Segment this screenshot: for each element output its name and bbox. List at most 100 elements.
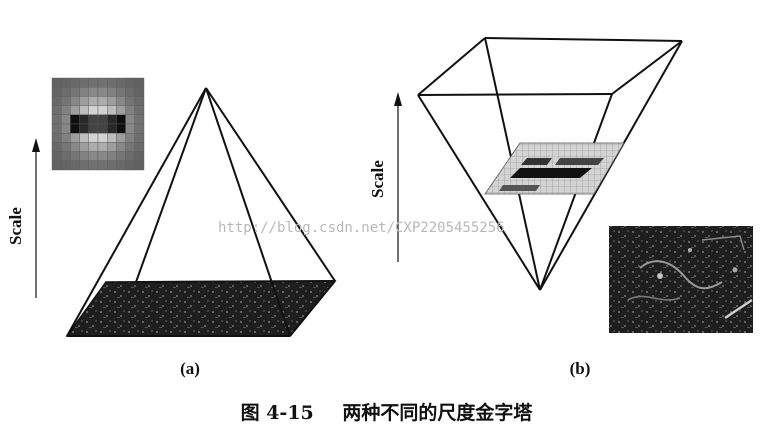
kernel-cell [70, 142, 80, 152]
kernel-cell [125, 151, 135, 162]
kernel-cell [61, 77, 71, 88]
kernel-cell [97, 132, 108, 143]
kernel-cell [61, 114, 71, 125]
kernel-cell [125, 86, 135, 97]
kernel-cell [88, 160, 99, 171]
kernel-cell [134, 105, 145, 115]
kernel-cell [51, 151, 62, 162]
kernel-cell [70, 151, 80, 162]
kernel-cell [106, 114, 117, 125]
kernel-cell [88, 86, 99, 97]
kernel-cell [106, 160, 117, 171]
kernel-cell [97, 114, 108, 125]
kernel-cell [70, 96, 80, 106]
kernel-cell [134, 132, 145, 143]
kernel-cell [116, 86, 126, 97]
kernel-cell [61, 105, 71, 115]
kernel-cell [51, 77, 62, 88]
kernel-cell [116, 151, 126, 162]
kernel-cell [116, 114, 126, 125]
kernel-cell [79, 142, 89, 152]
scale-axis-label-a: Scale [6, 207, 25, 245]
kernel-cell [88, 151, 99, 162]
kernel-cell [88, 105, 99, 115]
scale-axis-arrow-a [32, 138, 40, 298]
kernel-cell [106, 77, 117, 88]
panel-label-a: (a) [180, 359, 200, 378]
base-image-plane-a [65, 280, 337, 337]
kernel-cell [51, 132, 62, 143]
kernel-cell [70, 160, 80, 171]
kernel-cell [70, 77, 80, 88]
kernel-cell [88, 132, 99, 143]
kernel-cell [79, 105, 89, 115]
kernel-cell [97, 123, 108, 134]
kernel-cell [125, 96, 135, 106]
kernel-cell [97, 77, 108, 88]
kernel-cell [106, 142, 117, 152]
scale-axis-arrow-b [394, 92, 402, 262]
kernel-cell [79, 86, 89, 97]
kernel-cell [106, 151, 117, 162]
kernel-cell [79, 96, 89, 106]
kernel-cell [97, 96, 108, 106]
kernel-cell [116, 96, 126, 106]
kernel-cell [61, 151, 71, 162]
kernel-cell [88, 114, 99, 125]
kernel-cell [125, 132, 135, 143]
kernel-cell [51, 123, 62, 134]
kernel-cell [125, 105, 135, 115]
kernel-cell [79, 114, 89, 125]
kernel-cell [61, 132, 71, 143]
kernel-cell [134, 123, 145, 134]
kernel-cell [134, 151, 145, 162]
kernel-cell [134, 142, 145, 152]
kernel-cell [125, 77, 135, 88]
watermark-text: http://blog.csdn.net/CXP2205455256 [218, 220, 505, 236]
figure-title: 两种不同的尺度金字塔 [342, 402, 533, 424]
kernel-cell [97, 151, 108, 162]
kernel-cell [97, 105, 108, 115]
kernel-cell [106, 96, 117, 106]
kernel-cell [106, 105, 117, 115]
kernel-cell [79, 132, 89, 143]
panel-b: Scale [368, 37, 753, 378]
kernel-cell [61, 160, 71, 171]
kernel-cell [70, 123, 80, 134]
scale-axis-label-b: Scale [368, 160, 387, 198]
kernel-cell [134, 160, 145, 171]
kernel-cell [70, 86, 80, 97]
kernel-cell [79, 160, 89, 171]
kernel-cell [116, 132, 126, 143]
kernel-cell [116, 160, 126, 171]
kernel-cell [51, 96, 62, 106]
kernel-cell [51, 86, 62, 97]
panel-a: Scale (a) [6, 77, 337, 378]
kernel-cell [88, 96, 99, 106]
kernel-cell [79, 77, 89, 88]
pyramid-upright [66, 87, 336, 337]
kernel-inset-a [51, 77, 145, 171]
panel-label-b: (b) [570, 359, 591, 378]
kernel-cell [116, 105, 126, 115]
kernel-cell [125, 160, 135, 171]
kernel-cell [79, 151, 89, 162]
kernel-cell [88, 123, 99, 134]
kernel-cell [88, 77, 99, 88]
kernel-cell [106, 132, 117, 143]
kernel-cell [88, 142, 99, 152]
kernel-cell [61, 123, 71, 134]
image-inset-b [609, 226, 753, 333]
kernel-cell [116, 123, 126, 134]
kernel-cell [51, 160, 62, 171]
kernel-cell [125, 142, 135, 152]
kernel-cell [79, 123, 89, 134]
kernel-cell [61, 96, 71, 106]
figure-caption: 图 4-15 两种不同的尺度金字塔 [0, 398, 773, 425]
kernel-cell [51, 105, 62, 115]
kernel-cell [70, 132, 80, 143]
kernel-cell [125, 123, 135, 134]
kernel-cell [51, 114, 62, 125]
kernel-cell [116, 77, 126, 88]
